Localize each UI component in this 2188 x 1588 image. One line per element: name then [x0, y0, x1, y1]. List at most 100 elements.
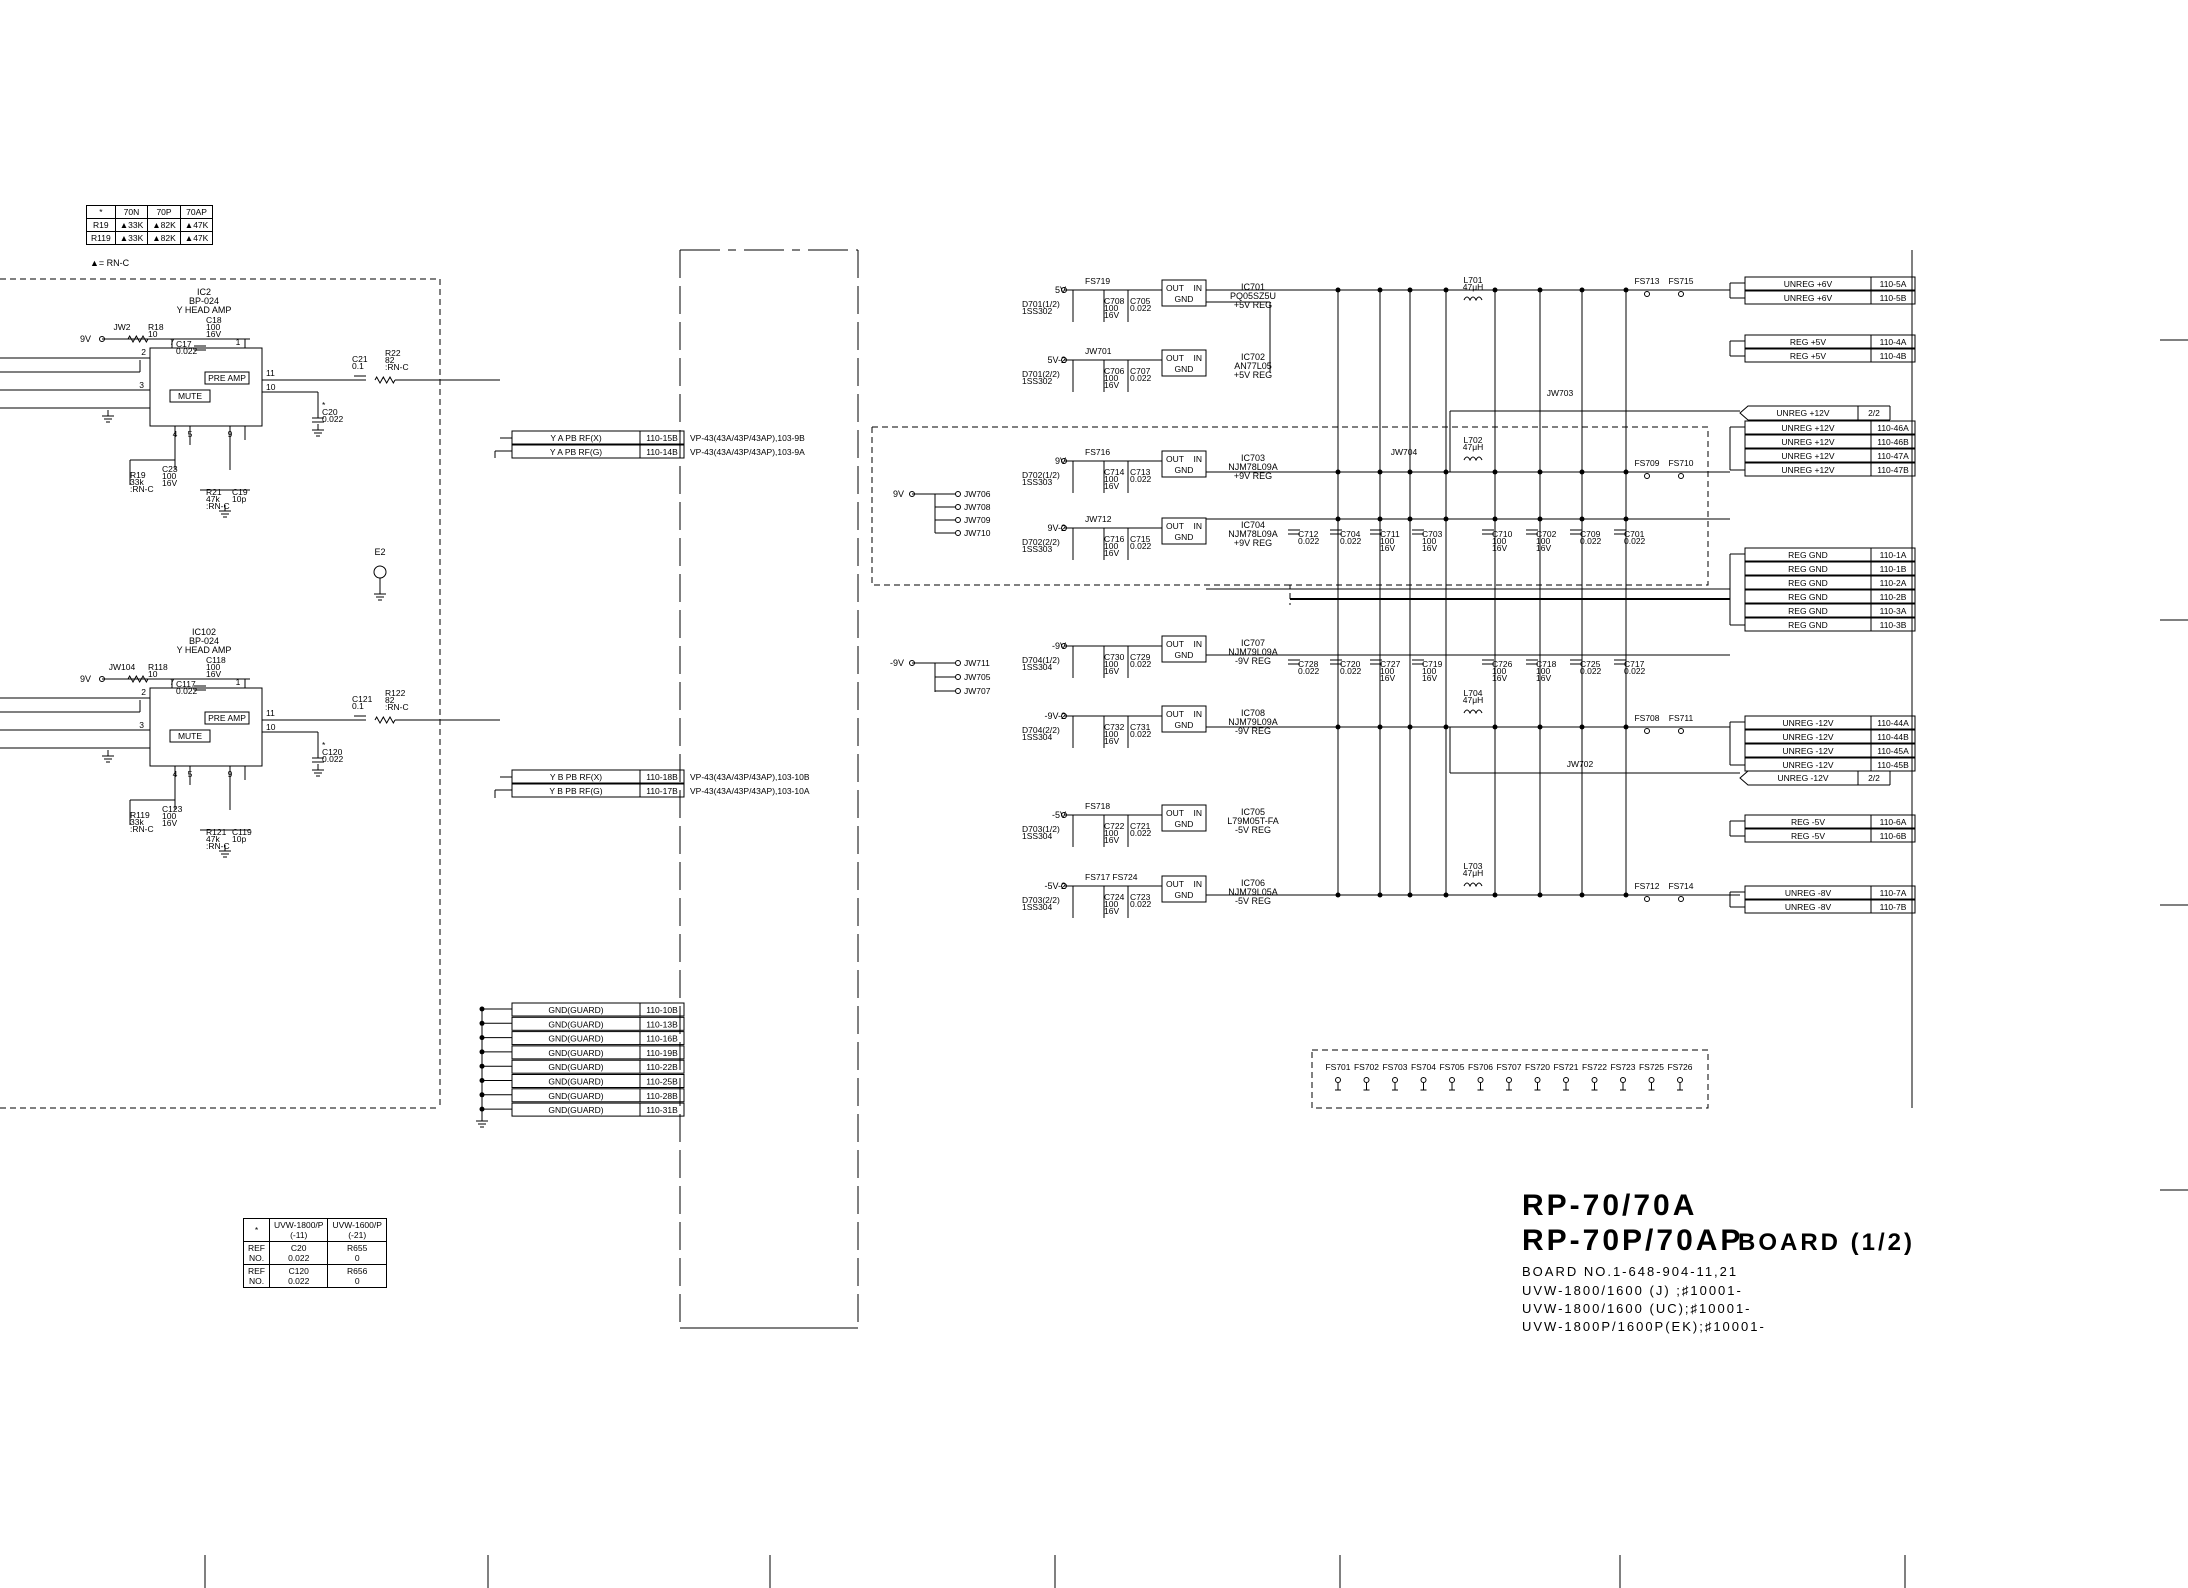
label: C729 [1130, 652, 1151, 662]
label: 16V [1422, 543, 1437, 553]
connector-label: REG GND [1788, 606, 1828, 616]
label: D704(1/2) [1022, 655, 1060, 665]
junction-dot [1579, 724, 1585, 730]
label: C117 [176, 679, 196, 689]
amplifier-ic [149, 347, 263, 427]
label: C715 [1130, 534, 1151, 544]
label: Y HEAD AMP [177, 645, 232, 655]
connector-pin: 110-3A [1880, 606, 1907, 616]
label: 16V [1104, 906, 1119, 916]
connector-pin: 110-22B [646, 1062, 678, 1072]
label: 100 [206, 322, 220, 332]
label: 100 [1104, 729, 1118, 739]
label: C724 [1104, 892, 1125, 902]
label: 16V [1380, 543, 1395, 553]
label: 16V [1536, 673, 1551, 683]
junction-dot [1335, 892, 1341, 898]
inductor [1463, 882, 1483, 888]
label: C723 [1130, 892, 1151, 902]
label: 0.022 [1340, 666, 1362, 676]
junction-dot [1579, 516, 1585, 522]
label: C23 [162, 464, 178, 474]
fuse-label: FS712 [1634, 881, 1659, 891]
fuse-label: FS717 FS724 [1085, 872, 1138, 882]
connector-pin: 110-2B [1880, 592, 1907, 602]
terminal-ring [1648, 1077, 1655, 1083]
terminal-ring [1449, 1077, 1455, 1083]
label: 1SS302 [1022, 376, 1053, 386]
label: 100 [1422, 666, 1436, 676]
label: D701(2/2) [1022, 369, 1060, 379]
terminal-ring [1644, 896, 1650, 902]
connector-pin: 110-47B [1877, 465, 1909, 475]
label: 100 [1104, 828, 1118, 838]
connector-pin: 110-6B [1880, 831, 1907, 841]
label: C123 [162, 804, 183, 814]
connector-pin: 110-13B [646, 1019, 678, 1029]
terminal-ring [1506, 1077, 1512, 1083]
label: 9V [80, 674, 91, 684]
label: C732 [1104, 722, 1125, 732]
label: 0.022 [1130, 373, 1152, 383]
connector-label: Y B PB RF(G) [549, 786, 602, 796]
label: 16V [1104, 481, 1119, 491]
connector-box [1744, 729, 1916, 744]
label: 9V [893, 489, 904, 499]
label: 16V [1104, 736, 1119, 746]
label: 0.022 [1130, 659, 1152, 669]
label: C702 [1536, 529, 1557, 539]
label: 16V [1380, 673, 1395, 683]
connector-box [1744, 448, 1916, 463]
connector-pin: 110-44A [1877, 718, 1909, 728]
label: 1SS303 [1022, 477, 1053, 487]
label: GND [1175, 532, 1194, 542]
label: D703(2/2) [1022, 895, 1060, 905]
label: GND [1175, 890, 1194, 900]
regulator-ic [1161, 804, 1207, 832]
label: 16V [1492, 543, 1507, 553]
terminal-ring [955, 660, 961, 666]
label: 0.1 [352, 701, 364, 711]
label: BP-024 [189, 296, 219, 306]
resistor [374, 715, 396, 725]
label: JW708 [964, 502, 991, 512]
regulator-ic [1161, 875, 1207, 903]
junction-dot [1443, 287, 1449, 293]
label: IN [1194, 521, 1203, 531]
label: OUT [1166, 709, 1184, 719]
label: 11 [266, 708, 275, 718]
offsheet-label: UNREG -12V [1777, 773, 1828, 783]
connector-label: Y A PB RF(G) [550, 447, 602, 457]
connector-label: REG GND [1788, 550, 1828, 560]
model-line: UVW-1800/1600 (UC);♯10001- [1522, 1301, 1752, 1316]
label: IC703 [1241, 453, 1265, 463]
fuse-label: FS705 [1439, 1062, 1464, 1072]
connector-pin: 110-5A [1880, 279, 1907, 289]
label: E2 [374, 547, 385, 557]
label: C704 [1340, 529, 1361, 539]
supply-label: -5V-2 [1044, 881, 1066, 891]
label: 9 [228, 769, 233, 779]
connector-label: UNREG -8V [1785, 902, 1832, 912]
label: 2 [141, 687, 146, 697]
label: D702(1/2) [1022, 470, 1060, 480]
fuse-label: FS723 [1610, 1062, 1635, 1072]
label: 100 [1380, 536, 1394, 546]
label: C706 [1104, 366, 1125, 376]
junction-dot [1407, 724, 1413, 730]
label: L704 [1464, 688, 1483, 698]
fuse-label: FS726 [1667, 1062, 1692, 1072]
label: 11 [266, 368, 275, 378]
label: 100 [1104, 373, 1118, 383]
label: 0.022 [322, 414, 344, 424]
connector-label: REG GND [1788, 592, 1828, 602]
supply-label: 5V [1055, 285, 1066, 295]
label: C730 [1104, 652, 1125, 662]
label: IC702 [1241, 352, 1265, 362]
connector-pin: 110-46B [1877, 437, 1909, 447]
regulator-ic [1161, 517, 1207, 545]
label: NJM78L09A [1228, 529, 1278, 539]
label: 7 [170, 337, 175, 347]
label: C719 [1422, 659, 1443, 669]
